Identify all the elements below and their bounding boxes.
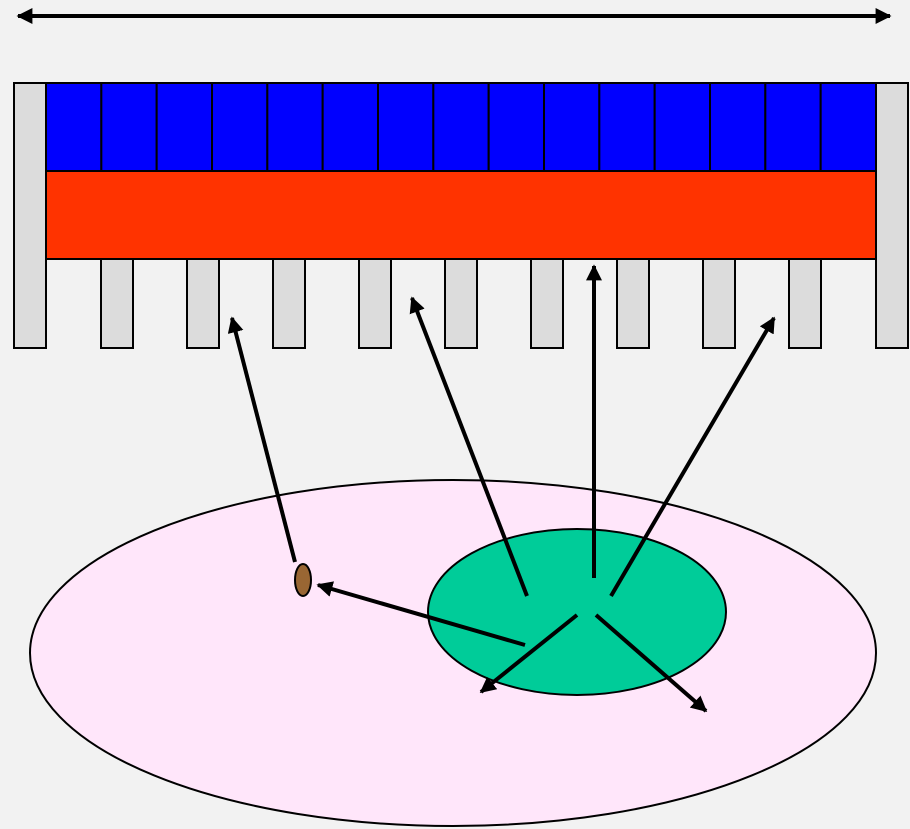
blue-cell xyxy=(432,82,490,172)
blue-cell-row xyxy=(45,82,878,172)
lower-post xyxy=(616,258,650,349)
arrow-inner-down-right xyxy=(594,613,708,713)
lower-post xyxy=(788,258,822,349)
blue-cell xyxy=(155,82,214,172)
arrow-group xyxy=(227,264,776,713)
small-particle xyxy=(294,563,312,597)
blue-cell xyxy=(100,82,158,172)
blue-cell xyxy=(709,82,767,172)
lower-post xyxy=(100,258,134,349)
blue-cell xyxy=(598,82,656,172)
arrow-inner-to-particle xyxy=(316,581,526,647)
blue-cell xyxy=(377,82,435,172)
left-side-post xyxy=(13,82,47,349)
side-posts xyxy=(13,82,909,349)
blue-cell xyxy=(543,82,601,172)
blue-cell xyxy=(266,82,324,172)
arrow-particle-to-post xyxy=(227,316,297,563)
blue-cell xyxy=(45,82,103,172)
red-band xyxy=(45,170,877,260)
lower-post-row xyxy=(100,258,822,349)
arrow-inner-down-left xyxy=(479,613,579,694)
lower-post xyxy=(186,258,220,349)
blue-cell xyxy=(819,82,878,172)
inner-ellipse xyxy=(427,528,727,696)
lower-post xyxy=(530,258,564,349)
arrow-inner-up-right xyxy=(609,316,776,598)
right-side-post xyxy=(875,82,909,349)
blue-cell xyxy=(653,82,712,172)
blue-cell xyxy=(764,82,822,172)
arrow-inner-up-left xyxy=(409,296,529,597)
lower-post xyxy=(702,258,736,349)
lower-post xyxy=(444,258,478,349)
lower-post xyxy=(272,258,306,349)
blue-cell xyxy=(487,82,545,172)
blue-cell xyxy=(211,82,269,172)
blue-cell xyxy=(321,82,379,172)
lower-post xyxy=(358,258,392,349)
